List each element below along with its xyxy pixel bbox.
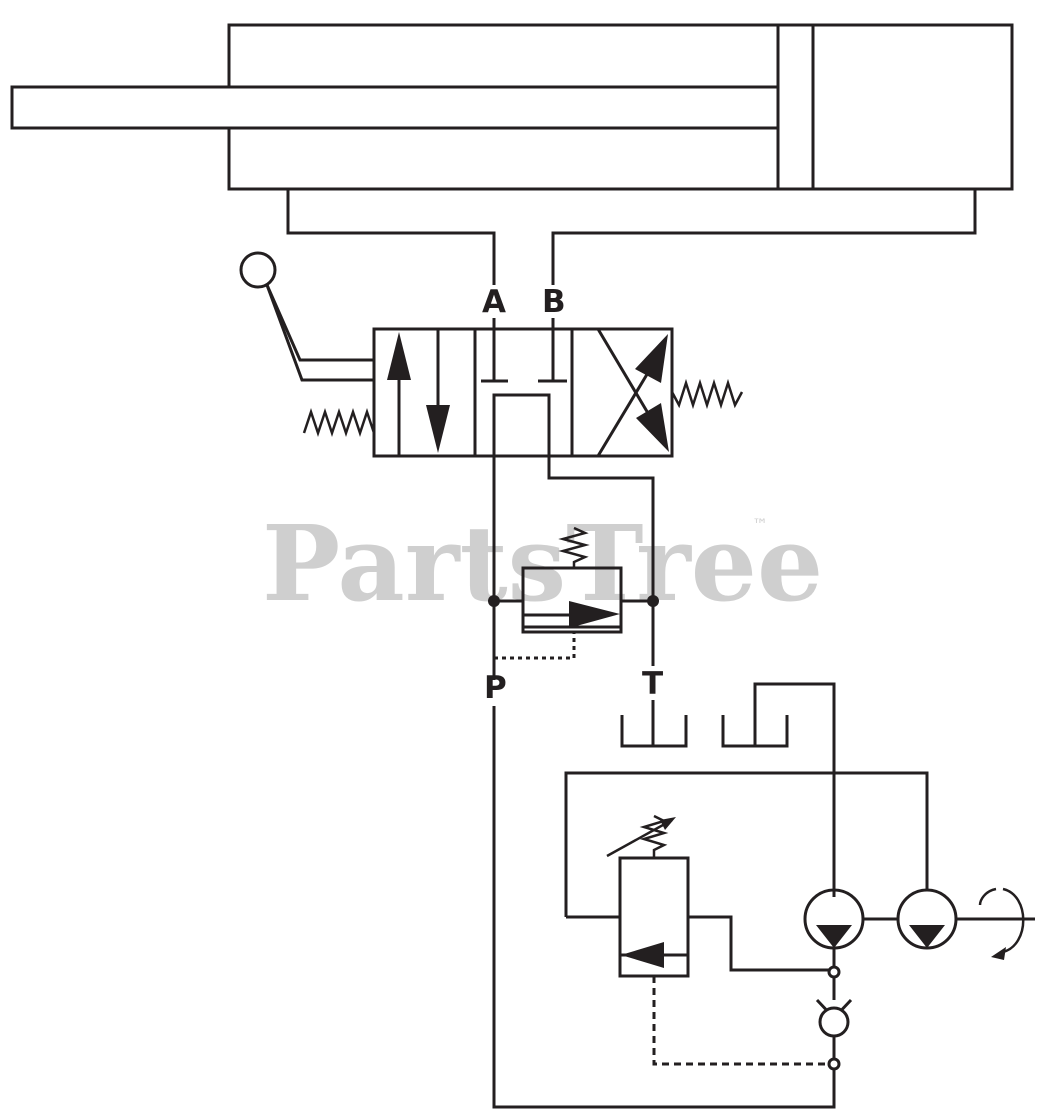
port-a-label: A (482, 284, 506, 320)
relief-valve-p-t (488, 526, 659, 660)
relief-pilot-line (494, 632, 576, 660)
valve-supply-lines (492, 456, 655, 680)
port-p-label: P (484, 670, 507, 706)
suction-line (753, 682, 836, 897)
hydraulic-cylinder (10, 23, 1014, 191)
rotation-arrowhead-icon (991, 947, 1006, 960)
arrow-right-icon (569, 601, 620, 628)
center-p-t-passage (492, 393, 551, 456)
lever-handle-icon (239, 251, 374, 382)
arrow-up-icon (387, 332, 411, 380)
port-t-label: T (642, 666, 663, 702)
line-t-upper (547, 456, 655, 666)
arrow-down-icon (426, 405, 450, 453)
arrow-left-icon (621, 942, 664, 968)
junction-lower (827, 1057, 841, 1071)
main-relief-valve (566, 814, 834, 1066)
main-relief-spring-icon (639, 814, 669, 858)
rotation-arrow-icon (1002, 887, 1025, 954)
rotation-arrow-tail (978, 887, 997, 906)
adjustable-arrow-line (606, 818, 673, 858)
spring-left-icon (302, 408, 376, 437)
main-relief-inlet (688, 915, 834, 972)
arrow-down-right-icon (636, 403, 669, 452)
relief-spring-icon (558, 526, 590, 568)
main-relief-pilot-line (652, 976, 834, 1066)
pump-1-arrow-icon (816, 925, 852, 948)
valve-body (372, 327, 674, 458)
tank-symbols (620, 682, 836, 897)
check-valve-assembly (815, 948, 853, 1107)
cylinder-lines (286, 189, 977, 285)
adjustable-arrowhead-icon (660, 817, 676, 830)
cross-line-up (596, 360, 657, 457)
line-port-a (286, 189, 496, 285)
check-valve-ball-icon (818, 1006, 850, 1038)
case-drain-loop (564, 771, 929, 917)
junction-p (488, 595, 500, 607)
junction-t (647, 595, 659, 607)
piston-rod (10, 85, 780, 130)
pump-unit (564, 771, 1035, 960)
directional-control-valve (239, 251, 744, 458)
watermark-text: PartsTree (262, 502, 823, 625)
cross-line-down (596, 328, 657, 426)
watermark: PartsTree ™ (262, 502, 823, 625)
port-b-label: B (542, 284, 566, 320)
arrow-up-right-icon (635, 334, 668, 383)
spring-right-icon (670, 378, 744, 410)
junction-pump (827, 965, 841, 979)
watermark-trademark: ™ (752, 515, 768, 534)
line-port-b (551, 189, 977, 285)
line-p-lower (492, 706, 836, 1109)
pump-2-arrow-icon (909, 925, 945, 948)
